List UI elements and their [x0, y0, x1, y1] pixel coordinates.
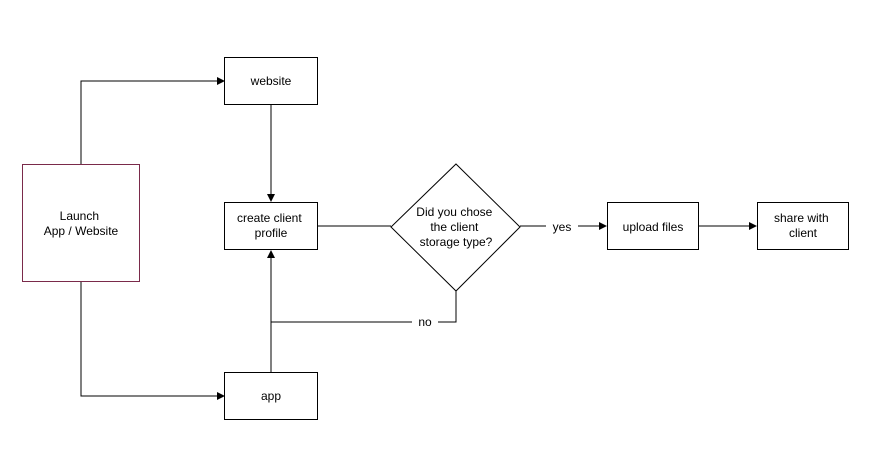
no-label-bg	[412, 313, 438, 331]
node-launch-line-2: App / Website	[44, 224, 119, 238]
node-launch	[22, 164, 140, 282]
node-share-line-1: share with	[774, 211, 829, 225]
node-share-with-client	[757, 202, 849, 250]
node-launch-label: Launch App / Website	[44, 209, 119, 238]
node-create-client-profile-label: create client profile	[237, 211, 305, 240]
edge-labels: yes no	[412, 218, 578, 331]
edge-label-yes: yes	[553, 220, 572, 234]
nodes: Launch App / Website website create clie…	[22, 57, 849, 420]
node-share-line-2: client	[789, 226, 818, 240]
node-decision-line-2: the client	[430, 220, 479, 234]
node-website	[224, 57, 318, 105]
node-profile-line-2: profile	[255, 226, 288, 240]
yes-label-bg	[546, 218, 578, 236]
node-upload-files	[607, 202, 699, 250]
node-decision-label: Did you chose the client storage type?	[416, 205, 495, 249]
node-website-line-1: website	[250, 74, 292, 88]
node-app-line-1: app	[261, 389, 281, 403]
node-app-label: app	[261, 389, 281, 403]
node-upload-line-1: upload files	[623, 220, 684, 234]
node-create-client-profile	[224, 202, 318, 250]
node-decision-line-3: storage type?	[420, 235, 493, 249]
node-share-with-client-label: share with client	[774, 211, 832, 240]
edges	[80, 77, 757, 400]
node-app	[224, 372, 318, 420]
node-website-label: website	[250, 74, 292, 88]
node-decision	[390, 163, 521, 292]
edge-launch-to-website	[80, 77, 225, 164]
node-decision-line-1: Did you chose	[416, 205, 492, 219]
node-profile-line-1: create client	[237, 211, 302, 225]
edge-launch-to-app	[80, 282, 225, 400]
node-launch-line-1: Launch	[60, 209, 99, 223]
node-upload-files-label: upload files	[623, 220, 684, 234]
edge-label-no: no	[418, 315, 432, 329]
edge-decision-no-loop	[271, 291, 457, 323]
